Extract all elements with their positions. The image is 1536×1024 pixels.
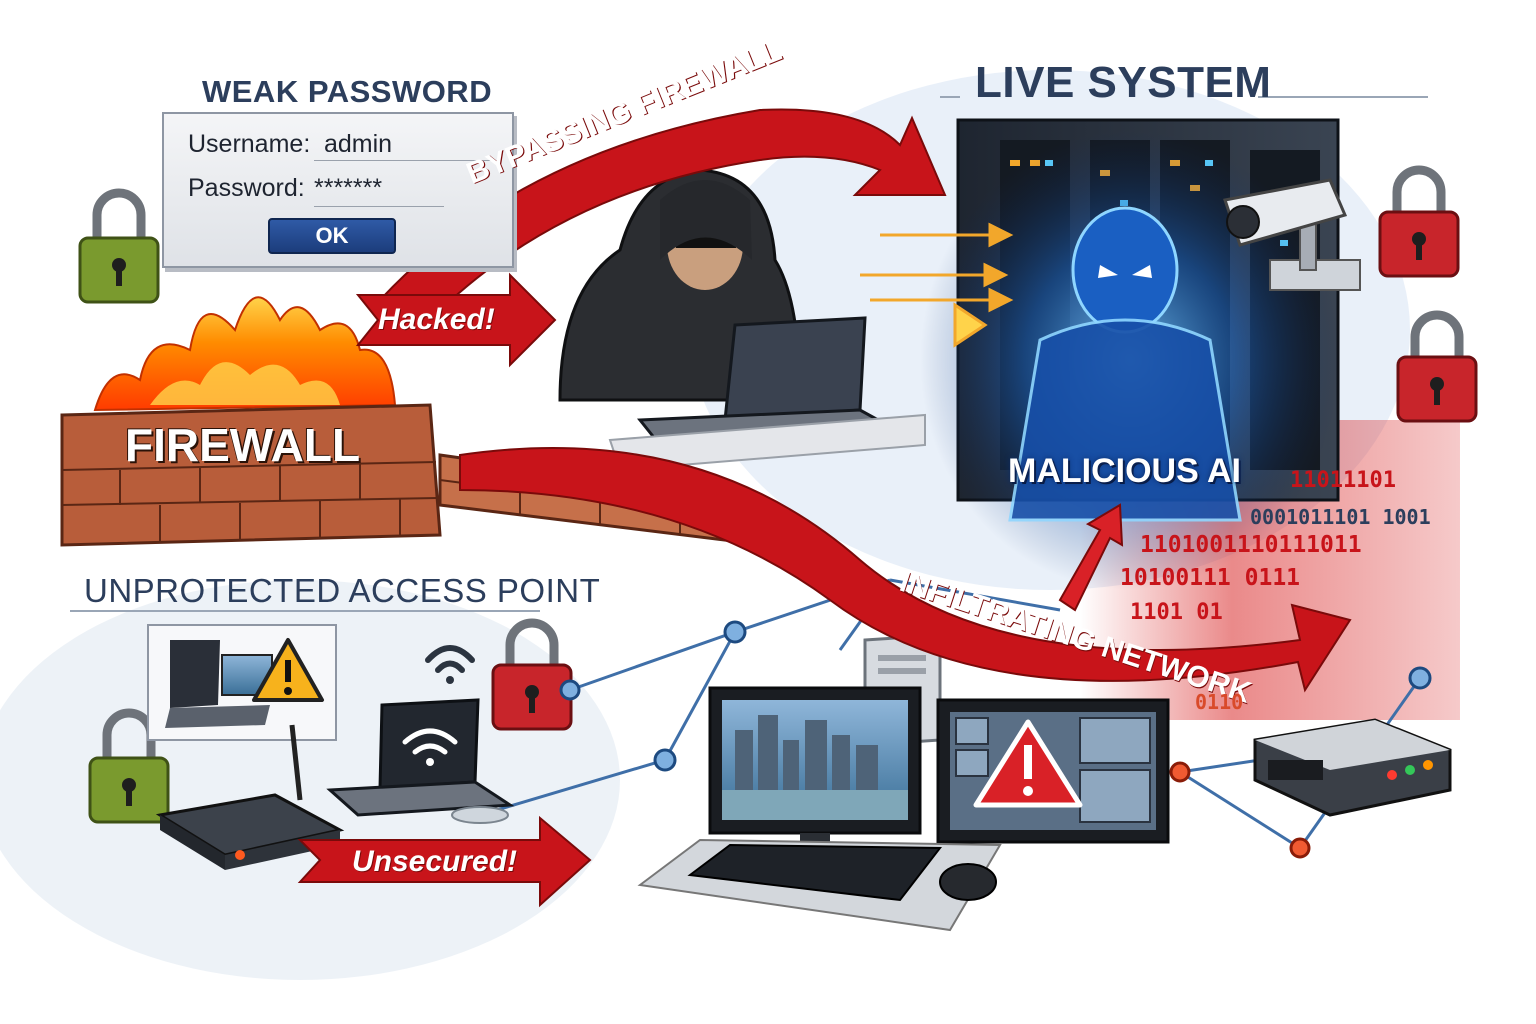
laptop-icon	[326, 698, 515, 824]
label-unsecured: Unsecured!	[352, 845, 518, 878]
upward-attack-arrow	[1058, 503, 1124, 612]
label-malicious-ai: MALICIOUS AI	[1008, 452, 1241, 490]
password-label: Password:	[188, 174, 305, 202]
binary-line: 1101001110111011	[1140, 532, 1362, 558]
unsecured-arrow	[297, 815, 592, 908]
password-value[interactable]: *******	[314, 174, 383, 202]
binary-line: 10100111 0111	[1120, 565, 1301, 591]
hacked-arrow	[355, 272, 557, 368]
data-flow-arrows	[860, 222, 1014, 348]
heading-live-system: LIVE SYSTEM	[975, 58, 1272, 107]
monitor-icon	[708, 686, 922, 853]
divider	[70, 610, 540, 612]
network-switch-icon	[1253, 718, 1452, 817]
divider	[1258, 96, 1428, 98]
username-value[interactable]: admin	[324, 130, 393, 158]
wifi-icon	[425, 645, 475, 684]
label-firewall: FIREWALL	[125, 419, 361, 471]
label-hacked: Hacked!	[378, 303, 495, 336]
network-node-icon	[559, 620, 1432, 859]
username-underline	[314, 160, 494, 161]
red-padlock-icon	[1378, 165, 1460, 278]
infiltrating-network-arrow	[459, 447, 1352, 693]
binary-line: 0001011101 1001	[1250, 505, 1431, 529]
access-point-panel	[147, 624, 337, 741]
warning-icon	[252, 638, 324, 702]
security-camera-icon	[1223, 178, 1361, 291]
binary-line: 0110	[1195, 690, 1244, 714]
keyboard-icon	[637, 838, 1002, 932]
mouse-icon	[939, 863, 997, 901]
laptop-icon	[608, 316, 926, 472]
red-padlock-icon	[491, 618, 573, 731]
password-underline	[314, 206, 444, 207]
ok-button[interactable]: OK	[268, 218, 396, 254]
flame-icon	[93, 296, 397, 412]
red-padlock-icon	[1396, 310, 1478, 423]
heading-weak-password: WEAK PASSWORD	[202, 74, 493, 109]
login-dialog: Username: admin Password: *******	[162, 112, 514, 268]
heading-unprotected-access-point: UNPROTECTED ACCESS POINT	[84, 572, 601, 609]
divider	[940, 96, 960, 98]
binary-line: 11011101	[1290, 468, 1396, 493]
username-label: Username:	[188, 130, 311, 158]
warning-icon	[973, 719, 1083, 808]
ai-figure-icon	[920, 130, 1340, 590]
green-padlock-icon	[78, 188, 160, 304]
binary-line: 1101 01	[1130, 600, 1223, 625]
